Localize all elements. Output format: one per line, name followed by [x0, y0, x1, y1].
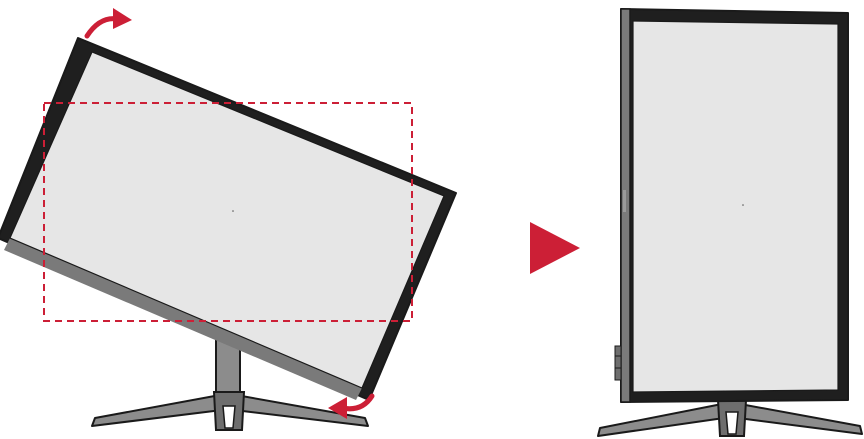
rotate-arrow-icon	[328, 393, 375, 419]
tilted-monitor	[0, 37, 457, 401]
landscape-monitor-assembly	[0, 8, 457, 431]
portrait-monitor	[614, 8, 849, 403]
portrait-monitor-assembly	[597, 8, 863, 437]
play-arrow-icon	[530, 222, 580, 274]
rotate-arrow-icon	[84, 8, 132, 39]
stand-base	[91, 391, 369, 431]
landscape-guide-frame	[43, 102, 413, 322]
stand-base	[597, 399, 863, 437]
